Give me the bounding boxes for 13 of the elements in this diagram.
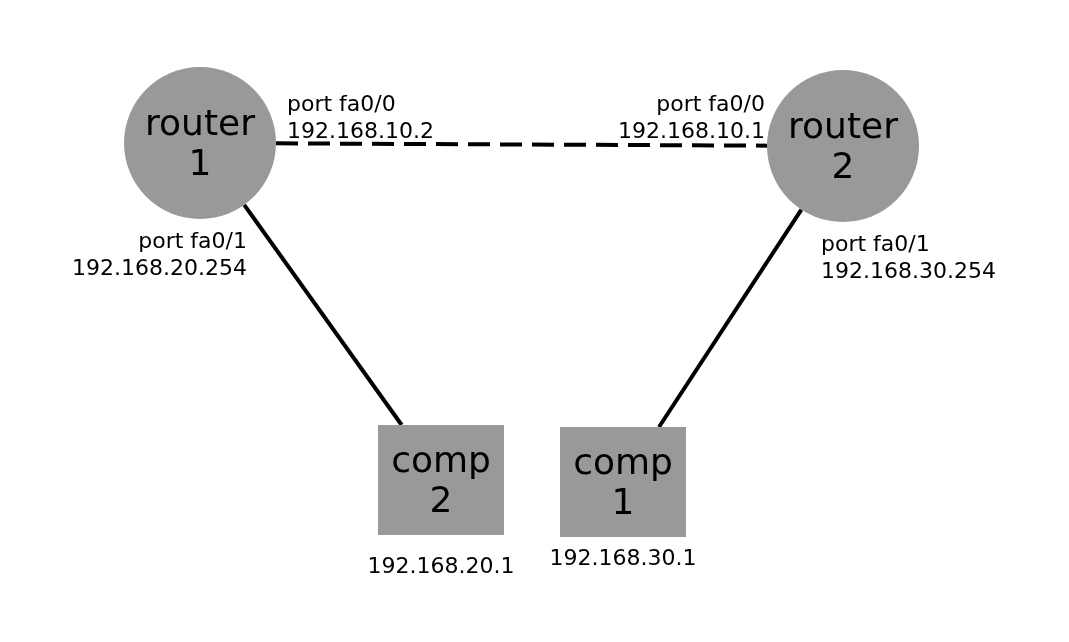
dashed-link-line xyxy=(276,141,767,148)
ip-address: 192.168.30.1 xyxy=(549,545,697,570)
link-line xyxy=(657,208,804,429)
port-label: port fa0/1 192.168.20.254 xyxy=(71,227,247,281)
node-label: router 1 xyxy=(144,103,256,183)
port-label: port fa0/1 192.168.30.254 xyxy=(821,230,997,284)
node-label: router 2 xyxy=(787,106,899,186)
node-label: comp 1 xyxy=(572,442,674,522)
node-label: comp 2 xyxy=(390,440,492,520)
port-label: port fa0/0 192.168.10.2 xyxy=(287,90,435,144)
ip-address: 192.168.20.1 xyxy=(367,553,515,578)
link-line xyxy=(242,203,404,427)
port-label: port fa0/0 192.168.10.1 xyxy=(617,90,765,144)
